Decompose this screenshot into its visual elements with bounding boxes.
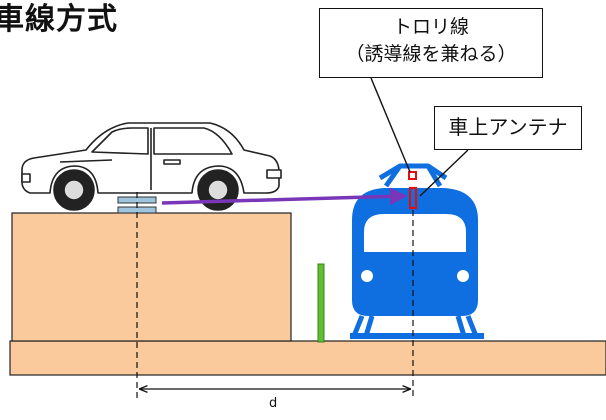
onboard-antenna-marker [408, 186, 418, 210]
antenna-callout-text: 車上アンテナ [448, 115, 568, 139]
raised-platform [11, 212, 292, 342]
trolley-callout-line2: （誘導線を兼ねる） [345, 43, 517, 65]
diagram-title: 車線方式 [0, 2, 118, 37]
train-illustration [350, 163, 484, 339]
signal-arrow [161, 187, 408, 206]
ground-strip [9, 340, 606, 376]
antenna-callout: 車上アンテナ [434, 106, 582, 150]
trolley-line-callout: トロリ線 （誘導線を兼ねる） [319, 8, 543, 78]
roadside-pole [317, 263, 325, 343]
trolley-wire-marker [408, 171, 417, 180]
dimension-label: d [269, 396, 278, 411]
trolley-callout-line1: トロリ線 [392, 16, 469, 38]
trolley-callout-pointer [370, 77, 411, 173]
car-illustration [21, 122, 282, 211]
antenna-callout-pointer [419, 149, 469, 197]
